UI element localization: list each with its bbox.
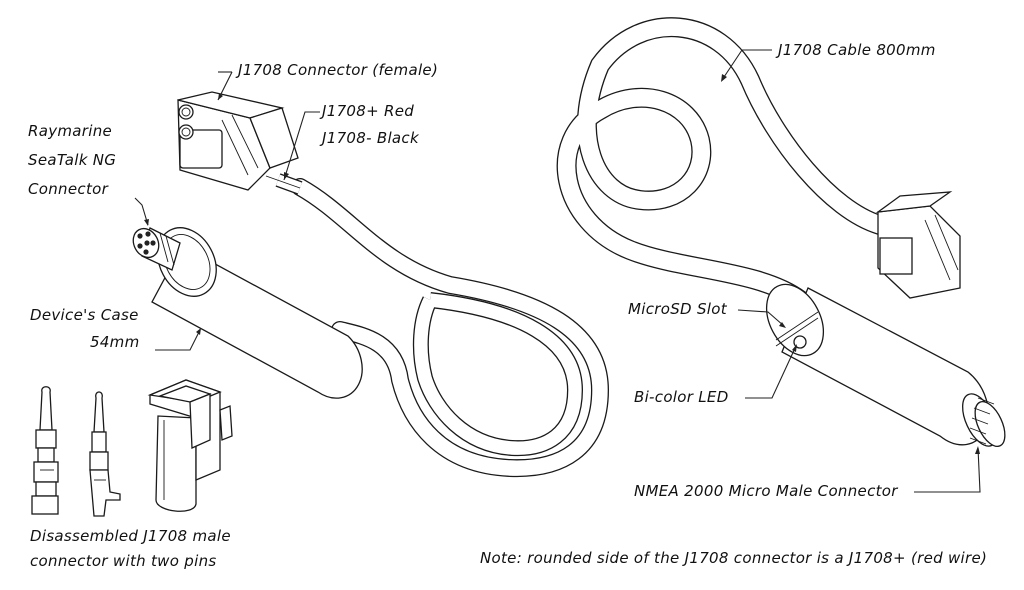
right-cable	[556, 17, 890, 310]
label-wire-red: J1708+ Red	[319, 102, 414, 120]
right-device	[556, 17, 1006, 447]
right-connector	[875, 191, 961, 299]
label-connector-female: J1708 Connector (female)	[235, 61, 438, 79]
label-case-1: Device's Case	[30, 306, 139, 324]
label-led: Bi-color LED	[634, 388, 729, 406]
label-microsd: MicroSD Slot	[628, 300, 728, 318]
disassembled-parts	[31, 379, 233, 517]
label-seatalk-2: SeaTalk NG	[28, 151, 116, 169]
nmea-connector	[962, 393, 1006, 447]
label-seatalk-1: Raymarine	[28, 122, 112, 140]
left-device	[132, 91, 610, 478]
label-cable: J1708 Cable 800mm	[775, 41, 936, 59]
male-housing	[147, 379, 233, 512]
leader-lines	[134, 49, 981, 493]
label-case-2: 54mm	[90, 333, 140, 351]
label-nmea: NMEA 2000 Micro Male Connector	[634, 482, 898, 500]
left-cable	[265, 173, 610, 478]
label-note: Note: rounded side of the J1708 connecto…	[480, 549, 987, 567]
pin-2	[89, 391, 121, 517]
label-seatalk-3: Connector	[28, 180, 109, 198]
label-disassembled-1: Disassembled J1708 male	[30, 527, 231, 545]
seatalk-connector	[132, 227, 181, 271]
pin-1	[31, 386, 59, 515]
label-disassembled-2: connector with two pins	[30, 552, 217, 570]
female-connector	[177, 91, 299, 191]
labels: J1708 Connector (female) J1708+ Red J170…	[28, 41, 987, 570]
label-wire-black: J1708- Black	[319, 129, 420, 147]
